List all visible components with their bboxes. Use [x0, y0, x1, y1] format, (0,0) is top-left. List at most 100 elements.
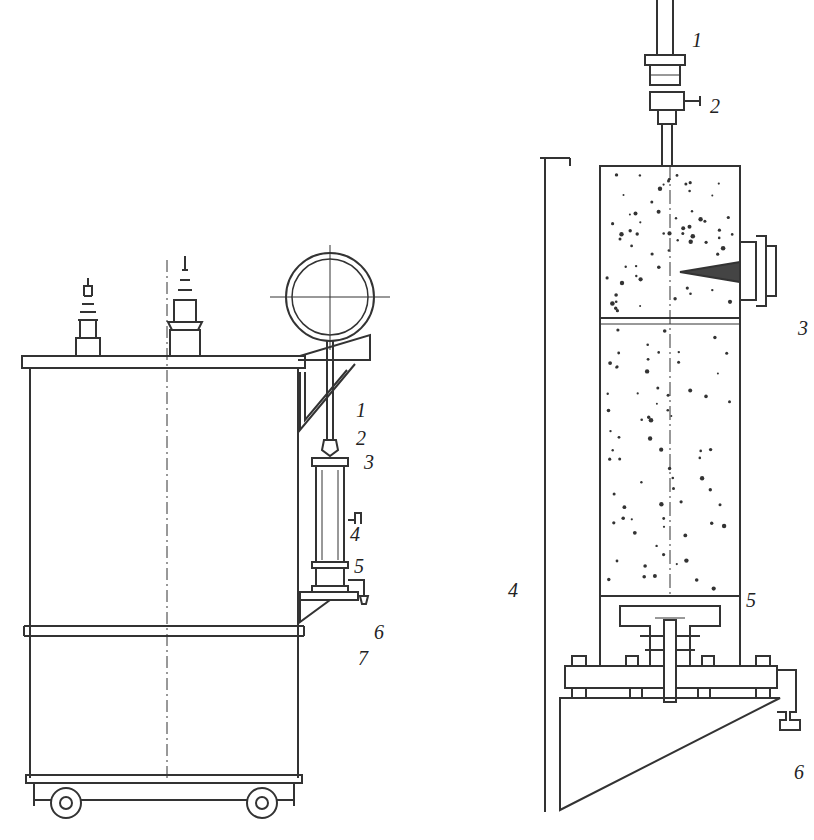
granule-dot [717, 373, 719, 375]
granule-dot [718, 237, 721, 240]
granule-dot [637, 392, 639, 394]
granule-dot [658, 187, 662, 191]
granule-dot [684, 558, 688, 562]
granule-dot [711, 195, 713, 197]
granule-dot [614, 293, 618, 297]
granule-dot [667, 409, 670, 412]
breather-detail [540, 0, 800, 812]
granule-dot [709, 488, 712, 491]
granule-dot [668, 467, 671, 470]
granule-dot [688, 190, 691, 193]
granule-dot [640, 481, 642, 483]
granule-dot [636, 232, 639, 235]
callout-number: 2 [708, 96, 722, 116]
callout-number: 6 [372, 622, 386, 642]
granule-dot [607, 578, 610, 581]
granule-dot [673, 297, 676, 300]
granule-dot [633, 531, 637, 535]
granule-dot [639, 221, 641, 223]
granule-dot [709, 448, 712, 451]
granule-dot [615, 173, 618, 176]
granule-dot [620, 281, 624, 285]
granule-dot [616, 328, 619, 331]
granule-dot [608, 361, 612, 365]
granule-dot [680, 500, 683, 503]
granule-dot [727, 216, 730, 219]
granule-dot [662, 517, 665, 520]
granule-dot [629, 229, 632, 232]
granule-dot [657, 351, 660, 354]
granule-dot [713, 336, 716, 339]
granule-dot [656, 403, 658, 405]
granule-dot [691, 234, 696, 239]
granule-dot [703, 220, 706, 223]
granule-dot [648, 436, 652, 440]
granule-dot [670, 415, 672, 417]
granule-dot [659, 448, 663, 452]
callout-number: 5 [352, 556, 366, 576]
granule-dot [614, 307, 617, 310]
granule-dot [718, 229, 721, 232]
granule-dot [672, 487, 675, 490]
granule-dot [625, 266, 627, 268]
callout-number: 3 [796, 318, 810, 338]
granule-dot [684, 183, 687, 186]
granule-dot [672, 477, 675, 480]
granule-dot [689, 181, 692, 184]
granule-dot [719, 503, 722, 506]
granule-dot [691, 210, 693, 212]
granule-dot [699, 457, 702, 460]
granule-dot [663, 329, 667, 333]
bushings [76, 256, 202, 356]
granule-dot [639, 305, 641, 307]
granule-dot [689, 292, 692, 295]
granule-dot [676, 563, 678, 565]
granule-dot [656, 387, 659, 390]
callout-number: 5 [744, 590, 758, 610]
callout-number: 2 [354, 428, 368, 448]
granule-dot [640, 418, 643, 421]
granule-dot [612, 449, 614, 451]
granule-dot [646, 344, 649, 347]
granule-dot [606, 276, 609, 279]
granule-dot [618, 436, 621, 439]
granule-dot [711, 289, 713, 291]
callout-number: 7 [356, 648, 370, 668]
granule-dot [716, 253, 719, 256]
granule-dot [615, 366, 617, 368]
callout-number: 4 [506, 580, 520, 600]
callout-number: 6 [792, 762, 806, 782]
granule-dot [722, 524, 726, 528]
granule-dot [676, 174, 679, 177]
granule-dot [705, 241, 708, 244]
granule-dot [645, 369, 649, 373]
callout-number: 4 [348, 524, 362, 544]
granule-dot [700, 476, 704, 480]
granule-dot [634, 211, 638, 215]
granule-dot [619, 232, 623, 236]
transformer-tank [22, 260, 305, 818]
callout-number: 1 [690, 30, 704, 50]
granule-dot [663, 184, 665, 186]
granule-dot [675, 217, 677, 219]
granule-dot [698, 217, 702, 221]
granule-dot [610, 301, 615, 306]
granule-dot [609, 430, 611, 432]
granule-dot [695, 578, 699, 582]
granule-dot [704, 395, 708, 399]
granule-dot [667, 231, 671, 235]
granule-dot [623, 505, 627, 509]
granule-dot [688, 225, 692, 229]
granule-dot [616, 560, 619, 563]
granule-dot [607, 409, 611, 413]
granule-dot [710, 522, 713, 525]
granule-dot [662, 232, 665, 235]
callout-number: 1 [354, 400, 368, 420]
granule-dot [642, 575, 646, 579]
granule-dot [712, 587, 716, 591]
granule-dot [611, 222, 614, 225]
granule-dot [617, 352, 620, 355]
granule-dot [667, 180, 670, 183]
